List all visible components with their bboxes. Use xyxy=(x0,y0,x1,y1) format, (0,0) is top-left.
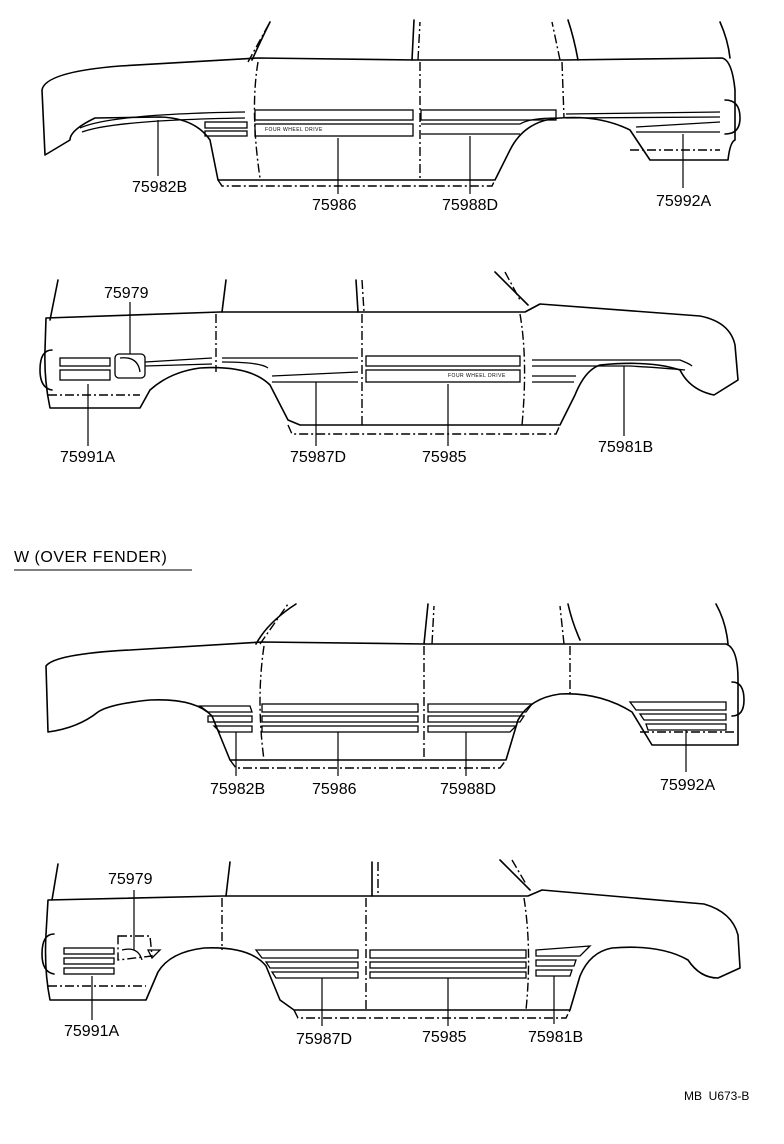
view-right-over-fender: 75979 75991A 75987D 75985 75981B xyxy=(41,859,741,1048)
pillar-b-dash xyxy=(361,279,365,313)
pillar-c xyxy=(225,861,231,897)
rear-corner xyxy=(719,21,731,59)
part-label: 75985 xyxy=(422,1029,467,1046)
rocker xyxy=(293,1009,571,1019)
body-outline xyxy=(45,641,739,761)
door-line-front xyxy=(523,897,530,1011)
pillar-b-dash xyxy=(417,21,421,61)
pillar-a xyxy=(255,603,297,645)
part-label: 75986 xyxy=(312,781,357,798)
part-label: 75987D xyxy=(290,449,346,466)
body-outline xyxy=(41,57,736,181)
door-line-front xyxy=(519,313,526,426)
stripe-set xyxy=(63,935,592,979)
stripe-text: FOUR WHEEL DRIVE xyxy=(448,373,506,379)
part-label: 75991A xyxy=(64,1023,119,1040)
door-line-front xyxy=(259,645,265,761)
stripe-set xyxy=(79,109,721,137)
taillight xyxy=(731,681,745,717)
roof-a xyxy=(247,21,271,63)
pillar-b xyxy=(411,19,415,61)
stripe-text: FOUR WHEEL DRIVE xyxy=(265,127,323,133)
body-outline xyxy=(44,889,741,1011)
body-outline xyxy=(44,303,739,426)
pillar-b-dash xyxy=(431,605,435,645)
pillar-b xyxy=(355,279,359,313)
view-right-standard: FOUR WHEEL DRIVE 75979 75991A 75987D 759… xyxy=(39,271,739,466)
pillar-c xyxy=(221,279,227,313)
part-label: 75991A xyxy=(60,449,115,466)
view-left-standard: FOUR WHEEL DRIVE 75982B 75986 75988D 759… xyxy=(41,19,741,214)
part-label: 75981B xyxy=(598,439,653,456)
part-label: 75985 xyxy=(422,449,467,466)
part-label: 75988D xyxy=(440,781,496,798)
part-label: 75982B xyxy=(210,781,265,798)
pillar-rear xyxy=(51,863,59,901)
pillar-a-dash xyxy=(511,859,527,885)
pillar-rear xyxy=(49,279,59,321)
roof-a xyxy=(259,603,289,645)
part-label: 75988D xyxy=(442,197,498,214)
part-label: 75986 xyxy=(312,197,357,214)
taillight xyxy=(724,99,741,135)
pillar-c-dash xyxy=(559,605,565,645)
pillar-b xyxy=(423,603,429,645)
rocker xyxy=(287,424,561,435)
pillar-c xyxy=(567,603,581,641)
stripe-set xyxy=(198,701,727,733)
rocker xyxy=(229,759,507,769)
pillar-c-dash xyxy=(551,21,561,61)
part-label: 75982B xyxy=(132,179,187,196)
stripe-set xyxy=(59,353,693,383)
part-label: 75992A xyxy=(660,777,715,794)
part-label: 75992A xyxy=(656,193,711,210)
rocker xyxy=(217,179,496,187)
part-label: 75979 xyxy=(104,285,149,302)
view-left-over-fender: 75982B 75986 75988D 75992A xyxy=(45,603,745,798)
door-line-rear xyxy=(561,61,565,119)
pillar-a-dash xyxy=(504,271,521,301)
section-title: W (OVER FENDER) xyxy=(14,549,167,566)
pillar-c xyxy=(567,19,579,61)
part-label: 75979 xyxy=(108,871,153,888)
part-label: 75987D xyxy=(296,1031,352,1048)
part-label: 75981B xyxy=(528,1029,583,1046)
taillight xyxy=(39,349,53,391)
pillar-a xyxy=(499,859,531,891)
taillight xyxy=(41,933,55,975)
pillar-a xyxy=(494,271,529,306)
rear-corner xyxy=(715,603,729,645)
diagram-code: MB U673-B xyxy=(684,1089,749,1103)
